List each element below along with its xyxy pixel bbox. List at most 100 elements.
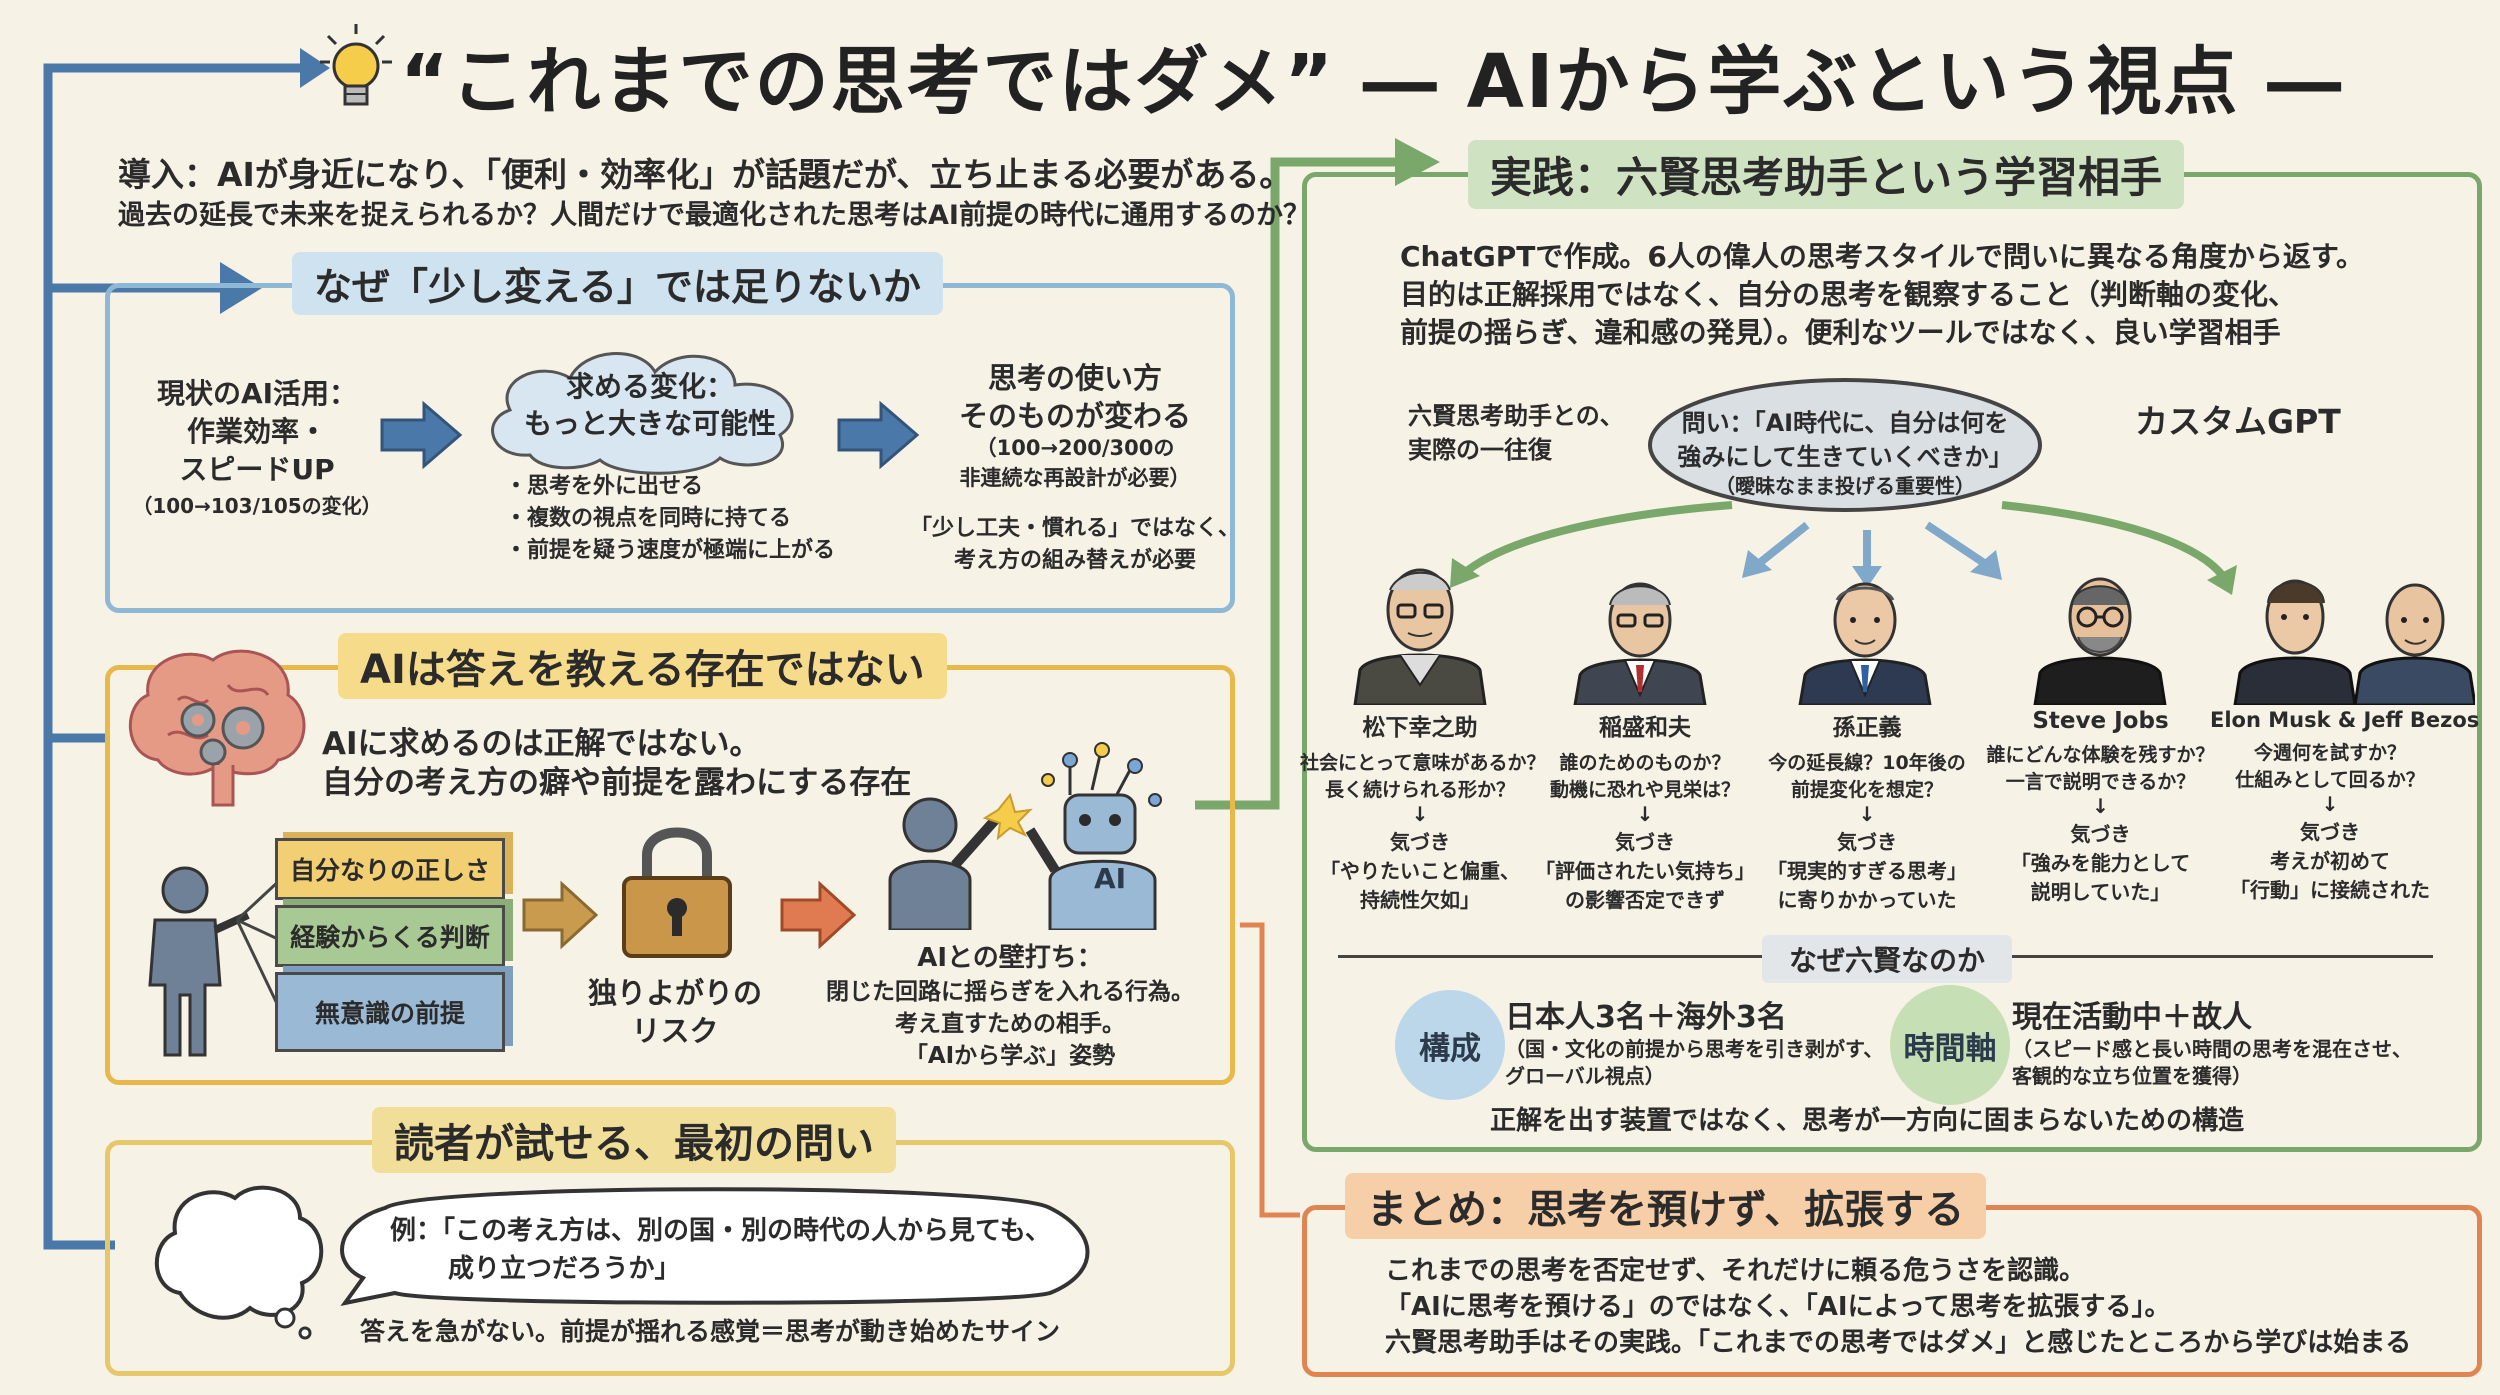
usage-line-4: 非連続な再設計が必要）	[959, 466, 1191, 490]
cloud-icon	[491, 351, 794, 475]
question-text-2: 強みにして生きていくべきか」	[1677, 443, 2013, 471]
down-arrow-icon: ↓	[1636, 802, 1654, 826]
insight-text: に寄りかかっていた	[1777, 888, 1957, 912]
timeaxis-sub-1: （スピード感と長い時間の思考を混在させ、	[2012, 1037, 2412, 1061]
intro-line-2: 過去の延長で未来を捉えられるか？人間だけで最適化された思考はAI前提の時代に通用…	[118, 200, 1310, 231]
question-text-3: （曖昧なまま投げる重要性）	[1715, 474, 1975, 498]
sage-column: Elon Musk & Jeff Bezos 今週何を試すか？ 仕組みとして回る…	[2210, 708, 2480, 903]
insight-text: 「強みを能力として	[2010, 851, 2191, 875]
insight-label: 気づき	[2070, 822, 2131, 846]
reader-panel-title: 読者が試せる、最初の問い	[372, 1107, 896, 1173]
sage-question: 動機に恐れや見栄は？	[1549, 779, 1740, 801]
insight-text: 考えが初めて	[2270, 849, 2390, 873]
sage-column: Steve Jobs 誰にどんな体験を残すか？ 一言で説明できるか？ ↓ 気づき…	[1978, 708, 2223, 905]
ai-not-desc-1: AIに求めるのは正解ではない。	[322, 726, 761, 762]
insight-text: 「現実的すぎる思考」	[1767, 859, 1967, 883]
risk-line-1: 独りよがりの	[587, 976, 762, 1010]
practice-desc-1: ChatGPTで作成。6人の偉人の思考スタイルで問いに異なる角度から返す。	[1400, 240, 2365, 273]
down-arrow-icon: ↓	[1858, 802, 1876, 826]
question-line-1: 例：「この考え方は、別の国・別の時代の人から見ても、	[390, 1216, 1051, 1246]
sage-name: 松下幸之助	[1362, 715, 1478, 741]
sage-question: 誰にどんな体験を残すか？	[1986, 744, 2215, 766]
reader-caption: 答えを急がない。前提が揺れる感覚＝思考が動き始めたサイン	[360, 1317, 1061, 1346]
usage-line-2: そのものが変わる	[958, 399, 1191, 433]
timeaxis-heading: 現在活動中＋故人	[2012, 1000, 2252, 1035]
summary-line-2: 「AIに思考を預ける」のではなく、「AIによって思考を拡張する」。	[1385, 1292, 2171, 1322]
block-experience-judgement: 経験からくる判断	[275, 905, 505, 967]
practice-desc-2: 目的は正解採用ではなく、自分の思考を観察すること（判断軸の変化、	[1400, 278, 2297, 311]
insight-text: 「行動」に接続された	[2230, 878, 2430, 902]
wall-line-3: 考え直すための相手。	[895, 1011, 1125, 1037]
arrow-right-icon	[522, 880, 599, 950]
why-bullet: ・思考を外に出せる	[505, 474, 704, 499]
sage-column: 孫正義 今の延長線？10年後の 前提変化を想定？ ↓ 気づき 「現実的すぎる思考…	[1747, 708, 1987, 913]
timeaxis-badge: 時間軸	[1890, 985, 2010, 1105]
down-arrow-icon: ↓	[2092, 794, 2109, 818]
person-icon	[130, 860, 250, 1060]
usage-line-3: （100→200/300の	[975, 436, 1175, 460]
sage-column: 稲盛和夫 誰のためのものか？ 動機に恐れや見栄は？ ↓ 気づき 「評価されたい気…	[1525, 708, 1765, 913]
speech-bubble	[340, 1187, 1090, 1306]
why-panel-title: なぜ「少し変える」では足りないか	[292, 252, 943, 315]
wall-line-2: 閉じた回路に揺らぎを入れる行為。	[826, 979, 1194, 1005]
insight-label: 気づき	[1390, 830, 1450, 854]
arrow-right-icon	[780, 880, 857, 950]
structure-heading: 日本人3名＋海外3名	[1505, 1000, 1787, 1035]
usage-line-5: 「少し工夫・慣れる」ではなく、	[909, 516, 1240, 541]
current-ai-label: 現状のAI活用：	[156, 377, 358, 410]
insight-label: 気づき	[1615, 830, 1675, 854]
arrow-right-icon	[837, 400, 920, 470]
cloud-line-1: 求める変化：	[565, 370, 734, 403]
structure-sub-2: グローバル視点）	[1505, 1064, 1665, 1088]
insight-text: の影響否定できず	[1565, 888, 1725, 912]
lightbulb-icon	[320, 22, 392, 118]
matsushita-portrait-icon	[1350, 555, 1490, 707]
jobs-portrait-icon	[2030, 565, 2170, 707]
practice-desc-3: 前提の揺らぎ、違和感の発見）。便利なツールではなく、良い学習相手	[1400, 316, 2281, 349]
insight-label: 気づき	[2300, 820, 2360, 844]
current-ai-line-2: 作業効率・	[186, 415, 327, 448]
exchange-label-2: 実際の一往復	[1408, 436, 1552, 464]
wall-line-4: 「AIから学ぶ」姿勢	[904, 1043, 1116, 1069]
why-bullet: ・複数の視点を同時に持てる	[505, 506, 792, 531]
structure-badge: 構成	[1395, 990, 1505, 1100]
summary-panel-title: まとめ：思考を預けず、拡張する	[1345, 1173, 1987, 1239]
brain-gears-icon	[118, 640, 318, 820]
summary-line-3: 六賢思考助手はその実践。「これまでの思考ではダメ」と感じたところから学びは始まる	[1385, 1328, 2412, 1358]
block-own-correctness: 自分なりの正しさ	[275, 838, 505, 900]
sage-name: 孫正義	[1832, 715, 1902, 741]
intro-line-1: 導入：AIが身近になり、「便利・効率化」が話題だが、立ち止まる必要がある。	[118, 155, 1293, 194]
insight-text: 「評価されたい気持ち」	[1535, 859, 1755, 883]
sage-name: 稲盛和夫	[1599, 715, 1691, 741]
current-ai-line-3: スピードUP	[179, 453, 335, 486]
block-pointer-lines	[235, 878, 282, 1011]
question-ellipse	[1648, 378, 2042, 512]
question-text-1: 問い：「AI時代に、自分は何を	[1681, 409, 2009, 437]
why-six-heading: なぜ六賢なのか	[1762, 935, 2012, 983]
sage-question: 社会にとって意味があるか？	[1300, 752, 1546, 774]
sage-question: 一言で説明できるか？	[2005, 771, 2196, 793]
insight-text: 「やりたいこと偏重、	[1320, 859, 1520, 883]
insight-text: 持続性欠如」	[1360, 888, 1480, 912]
sage-question: 誰のためのものか？	[1559, 752, 1731, 774]
ai-not-panel-title: AIは答えを教える存在ではない	[338, 633, 947, 699]
block-unconscious-premise: 無意識の前提	[275, 972, 505, 1052]
risk-line-2: リスク	[631, 1014, 719, 1048]
down-arrow-icon: ↓	[1411, 802, 1429, 826]
page-title: “これまでの思考ではダメ” ― AIから学ぶという視点 ―	[400, 39, 2344, 125]
current-ai-note: （100→103/105の変化）	[132, 494, 382, 518]
arrow-right-icon	[380, 400, 463, 470]
thought-bubble-icon	[154, 1185, 324, 1340]
practice-bottom-line: 正解を出す装置ではなく、思考が一方向に固まらないための構造	[1490, 1106, 2245, 1136]
sage-column: 松下幸之助 社会にとって意味があるか？ 長く続けられる形か？ ↓ 気づき 「やり…	[1300, 708, 1546, 913]
sage-name: Elon Musk & Jeff Bezos	[2210, 708, 2480, 732]
ai-not-desc-2: 自分の考え方の癖や前提を露わにする存在	[322, 765, 912, 801]
sage-question: 前提変化を想定？	[1790, 779, 1943, 801]
timeaxis-sub-2: 客観的な立ち位置を獲得）	[2012, 1064, 2252, 1088]
sage-question: 今週何を試すか？	[2253, 742, 2406, 764]
cloud-line-2: もっと大きな可能性	[523, 407, 776, 440]
practice-panel-title: 実践：六賢思考助手という学習相手	[1468, 140, 2185, 209]
down-arrow-icon: ↓	[2321, 792, 2339, 816]
robot-ai-label: AI	[1093, 862, 1127, 895]
